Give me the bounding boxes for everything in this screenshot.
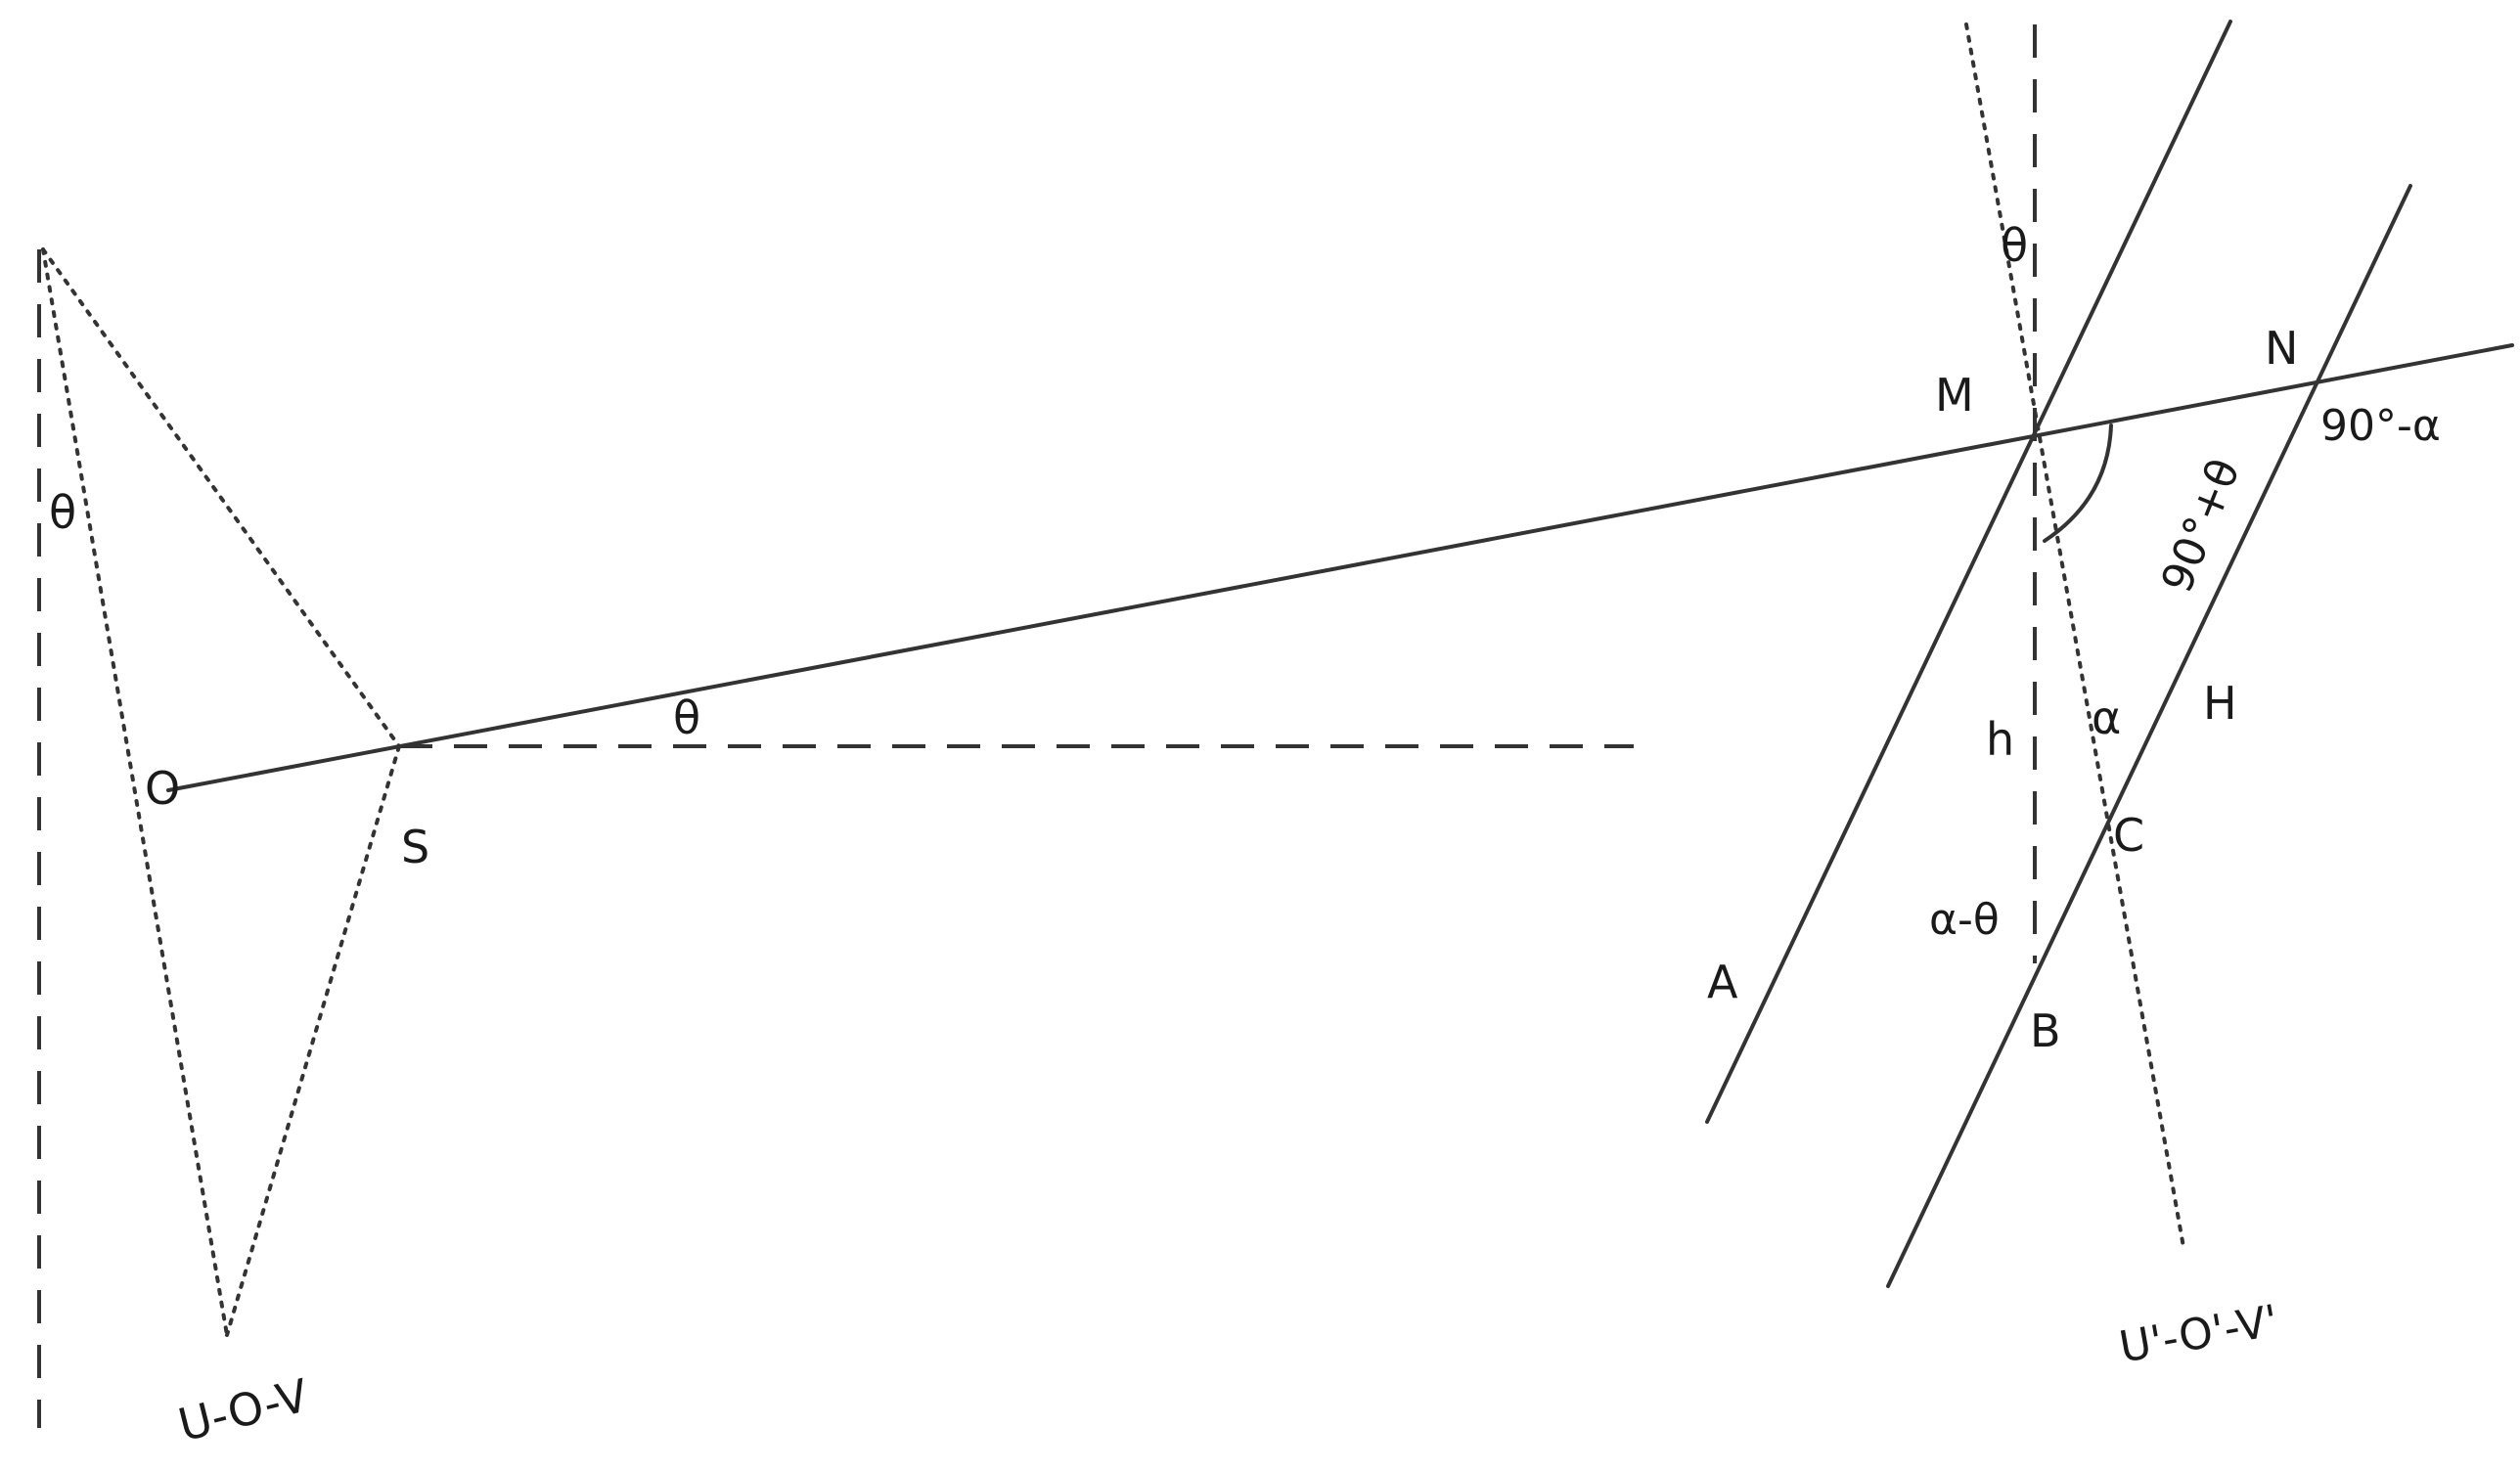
label-o: O [145, 762, 180, 815]
dotted-line-apex-to-uov [41, 247, 229, 1337]
label-theta-mid: θ [673, 691, 700, 744]
label-s: S [401, 821, 429, 873]
label-b: B [2030, 1004, 2061, 1057]
angle-arc-m [2043, 423, 2113, 543]
label-n: N [2265, 322, 2298, 375]
line-n-c-b [1886, 184, 2412, 1288]
label-h: h [1986, 713, 2014, 766]
label-c: C [2113, 809, 2144, 862]
dotted-line-s-to-uov [225, 744, 401, 1337]
label-uov: U-O-V [173, 1368, 314, 1451]
line-a [1705, 20, 2232, 1124]
label-theta-top: θ [2001, 219, 2028, 272]
label-alpha-minus-theta: α-θ [1929, 895, 2000, 945]
label-m: M [1935, 369, 1974, 422]
label-ninety-plus-theta: 90°+θ [2152, 452, 2250, 600]
label-uov-prime: U'-O'-V' [2116, 1296, 2282, 1373]
dotted-line-apex-to-s [41, 247, 401, 748]
label-a: A [1707, 956, 1738, 1008]
label-theta-left: θ [49, 486, 76, 539]
label-ninety-minus-alpha: 90°-α [2320, 401, 2441, 451]
main-line-o-m-n [166, 343, 2514, 792]
label-alpha: α [2092, 691, 2121, 744]
dotted-line-m-to-uov-prime [1964, 22, 2185, 1249]
label-capital-h: H [2203, 677, 2237, 730]
